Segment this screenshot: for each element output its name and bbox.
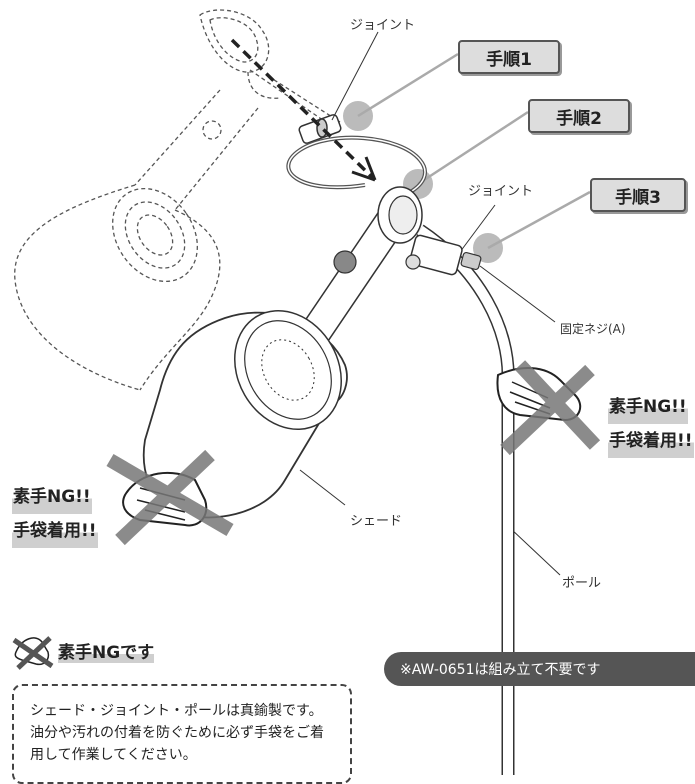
screw-label: 固定ネジ(A) — [560, 322, 626, 336]
hand-ng-right — [496, 360, 601, 456]
label-leaders — [299, 31, 561, 576]
ng-warning-left: 素手NG!! 手袋着用!! — [12, 480, 98, 548]
notice-title: 素手NGです — [58, 643, 155, 663]
shade-label: シェード — [350, 514, 403, 529]
pole — [416, 224, 515, 775]
ng-right-line1: 素手NG!! — [608, 390, 688, 424]
hand-ng-left — [106, 449, 234, 546]
ng-left-line1: 素手NG!! — [12, 480, 92, 514]
joint-top-label: ジョイント — [350, 18, 416, 33]
ng-right-line2: 手袋着用!! — [608, 424, 694, 458]
notice-body: シェード・ジョイント・ポールは真鍮製です。油分や汚れの付着を防ぐために必ず手袋を… — [30, 703, 324, 763]
ng-left-line2: 手袋着用!! — [12, 514, 98, 548]
step1-box: 手順1 — [458, 40, 560, 74]
step-leaders — [357, 52, 591, 250]
hand-icon — [12, 636, 54, 670]
step3-box: 手順3 — [590, 178, 686, 212]
no-assembly-banner: ※AW-0651は組み立て不要です — [384, 652, 695, 686]
notice-box: シェード・ジョイント・ポールは真鍮製です。油分や汚れの付着を防ぐために必ず手袋を… — [12, 684, 352, 784]
pole-label: ポール — [562, 576, 602, 591]
notice-header: 素手NGです — [58, 638, 155, 663]
direction-arrow — [230, 38, 377, 182]
joint-right-label: ジョイント — [468, 184, 534, 199]
right-joint — [405, 234, 482, 276]
step2-box: 手順2 — [528, 99, 630, 133]
ng-warning-right: 素手NG!! 手袋着用!! — [608, 390, 694, 458]
ghost-lamp — [14, 9, 341, 391]
